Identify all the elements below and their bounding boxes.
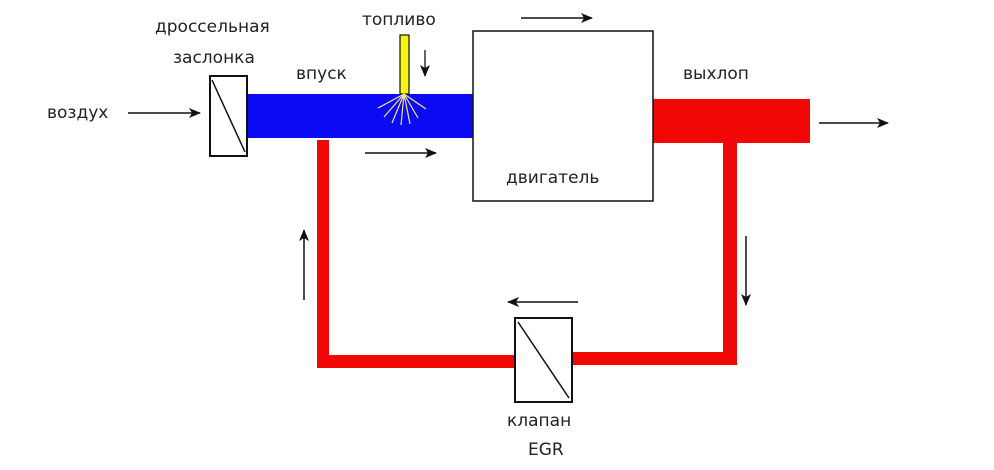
exhaust-label: выхлоп [683,64,749,84]
engine-block [472,30,654,202]
engine-label: двигатель [506,168,599,188]
egr-label-line2: EGR [528,440,564,460]
intake-pipe [247,94,473,138]
fuel-label: топливо [362,10,436,30]
throttle-label-line1: дроссельная [155,17,270,37]
egr-loop-pipe [317,140,737,368]
throttle-label-line2: заслонка [173,48,255,68]
egr-label-line1: клапан [507,411,571,431]
intake-label: впуск [296,64,347,84]
exhaust-pipe [653,99,810,143]
air-label: воздух [47,103,108,123]
egr-valve [514,317,573,403]
fuel-injector [377,34,427,126]
throttle-valve [209,75,248,157]
